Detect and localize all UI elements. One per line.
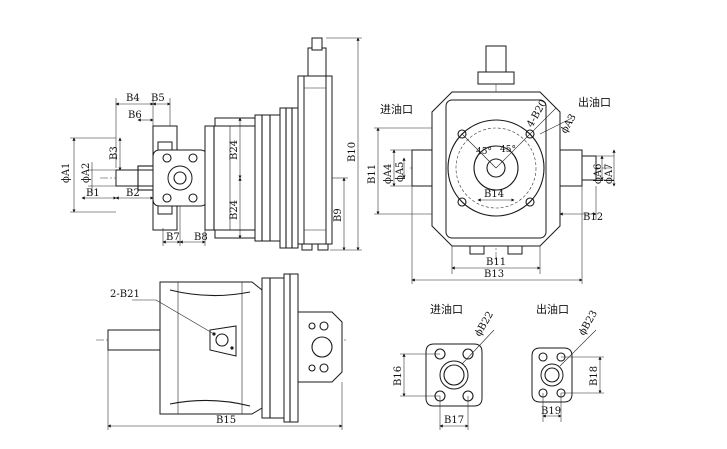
inlet-flange: 进油口 ϕB22 B16 B17 <box>393 302 496 430</box>
label-inlet: 进油口 <box>380 102 413 116</box>
label-b24-bottom: B24 <box>229 200 240 220</box>
label-b19: B19 <box>541 406 561 417</box>
label-b17: B17 <box>444 415 464 426</box>
label-a6: ϕA6 <box>593 164 604 184</box>
top-view: 2-B21 B15 <box>96 273 346 430</box>
label-b15: B15 <box>216 415 236 426</box>
label-b23: ϕB23 <box>577 309 600 338</box>
label-b6: B6 <box>128 110 142 121</box>
label-2-b21: 2-B21 <box>110 289 140 300</box>
label-a3: ϕA3 <box>559 112 579 135</box>
label-angle-45-right: 45° <box>500 145 516 155</box>
label-b2: B2 <box>126 188 140 199</box>
label-b3: B3 <box>109 146 120 160</box>
label-b8: B8 <box>194 232 208 243</box>
label-b4: B4 <box>126 93 140 104</box>
label-b13: B13 <box>484 269 504 280</box>
label-b1: B1 <box>86 188 100 199</box>
label-b16: B16 <box>393 366 404 386</box>
label-b5: B5 <box>151 93 165 104</box>
label-b11-horizontal: B11 <box>486 257 506 268</box>
label-outlet: 出油口 <box>578 95 611 109</box>
label-b9: B9 <box>333 208 344 222</box>
end-view: 进油口 出油口 4-B20 ϕA3 45° 45° B11 ϕA4 ϕA5 ϕA… <box>367 45 616 284</box>
label-a4: ϕA4 <box>383 164 394 184</box>
label-b10: B10 <box>347 142 358 162</box>
label-b18: B18 <box>589 366 600 386</box>
label-b22: ϕB22 <box>473 310 496 339</box>
label-a5: ϕA5 <box>395 162 406 182</box>
inlet-flange-title: 进油口 <box>430 302 463 316</box>
label-b12: B12 <box>583 212 603 223</box>
label-b14: B14 <box>484 189 504 200</box>
label-b24-top: B24 <box>229 140 240 160</box>
outlet-flange-title: 出油口 <box>536 302 569 316</box>
label-angle-45-left: 45° <box>476 147 492 157</box>
label-a1: ϕA1 <box>61 163 72 183</box>
label-a2: ϕA2 <box>81 163 92 183</box>
label-a7: ϕA7 <box>604 164 615 184</box>
label-b11-vertical: B11 <box>367 164 378 184</box>
label-b7: B7 <box>166 232 180 243</box>
outlet-flange: 出油口 ϕB23 B18 B19 <box>531 302 604 422</box>
front-view: B4 B5 B6 ϕA1 ϕA2 B3 B1 B2 B7 B8 B24 B24 <box>61 37 362 251</box>
